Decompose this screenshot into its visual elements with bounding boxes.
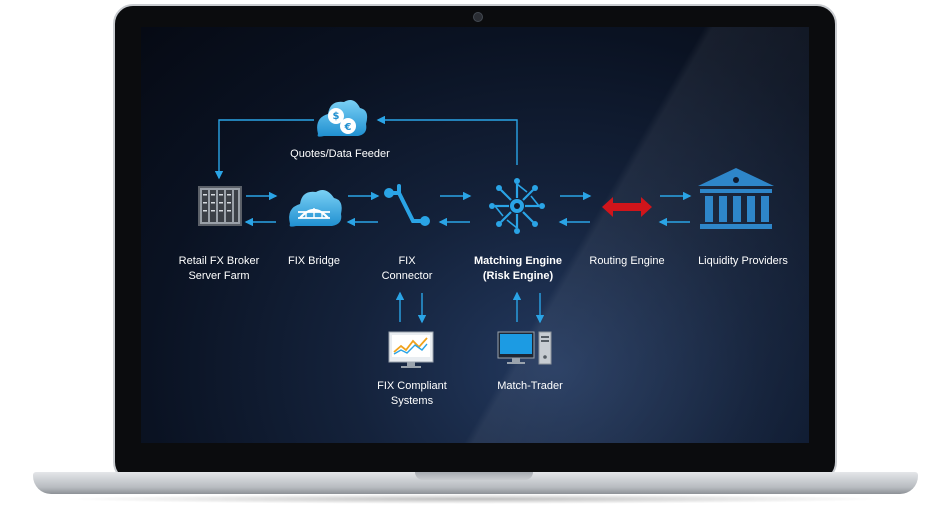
label-liquidity-providers: Liquidity Providers (698, 255, 788, 267)
currency-cloud-icon: $ € (317, 100, 368, 137)
laptop-base (33, 472, 918, 494)
label-fix-connector: FIX Connector (381, 255, 433, 282)
server-rack-icon (198, 186, 242, 226)
label-match-trader: Match-Trader (497, 380, 563, 392)
bank-building-icon (698, 168, 774, 229)
hub-network-icon (489, 178, 545, 234)
label-quotes-feeder: Quotes/Data Feeder (290, 148, 390, 160)
bidirectional-arrow-icon (602, 197, 652, 217)
bridge-cloud-icon (289, 190, 342, 227)
base-shadow (60, 494, 890, 504)
vertical-flow-arrows (395, 291, 545, 324)
laptop-screen (141, 27, 809, 443)
label-fix-compliant: FIX Compliant Systems (377, 380, 447, 407)
connector-icon (384, 184, 430, 226)
label-matching-engine: Matching Engine (Risk Engine) (474, 255, 562, 282)
feeder-loop-arrows (214, 115, 518, 180)
desktop-computer-icon (497, 331, 552, 365)
horizontal-flow-arrows (244, 191, 692, 227)
label-routing-engine: Routing Engine (589, 255, 665, 267)
svg-text:€: € (344, 122, 352, 133)
label-fix-bridge: FIX Bridge (288, 255, 340, 267)
label-retail-broker: Retail FX Broker Server Farm (178, 255, 260, 282)
camera-dot (473, 12, 483, 22)
base-notch (415, 472, 533, 480)
svg-text:$: $ (333, 111, 340, 122)
chart-monitor-icon (388, 331, 434, 368)
screen-glare (141, 27, 809, 443)
